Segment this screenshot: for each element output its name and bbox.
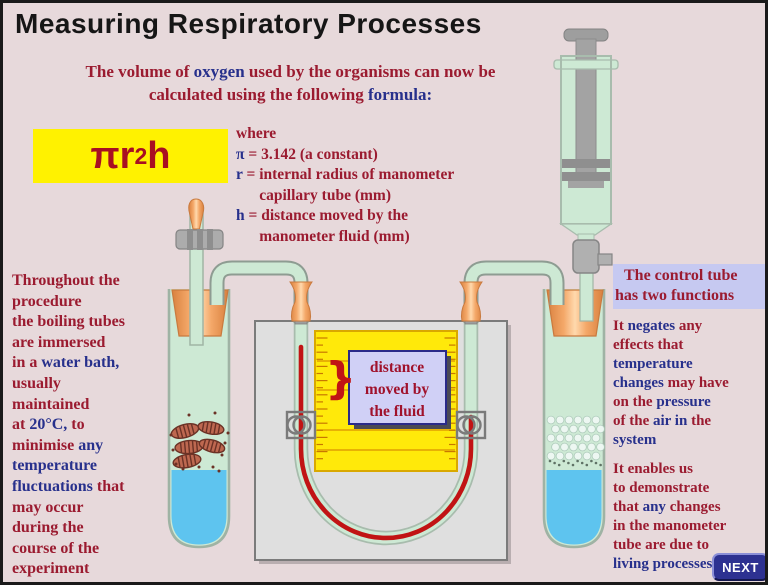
left-tube-liquid: [171, 470, 227, 545]
distance-label-line3: the fluid: [369, 403, 425, 420]
left-clamp: [285, 410, 317, 440]
right-boiling-tube: [542, 289, 606, 549]
left-tube-connector: [289, 281, 313, 322]
u-tube: [293, 320, 479, 546]
tap-top: [188, 198, 205, 230]
syringe-plunger-flange: [563, 28, 609, 42]
right-tube-liquid: [546, 470, 602, 545]
right-connecting-tube: [459, 260, 565, 325]
left-connecting-tube: [209, 260, 313, 325]
distance-label-line1: distance: [370, 359, 424, 376]
organisms: [169, 411, 230, 473]
formula-base1: πr: [90, 134, 135, 177]
page-title: Measuring Respiratory Processes: [15, 8, 482, 39]
syringe-valve-icon: [572, 239, 613, 274]
right-tube-connector: [459, 281, 483, 322]
left-bung: [171, 289, 229, 337]
syringe-barrel: [560, 55, 612, 225]
manometer-board: [254, 320, 511, 564]
next-button[interactable]: NEXT: [712, 553, 765, 581]
manometer-fluid: [298, 344, 474, 541]
left-boiling-tube: [167, 198, 231, 549]
syringe-plunger-rod: [575, 38, 597, 188]
syringe: [553, 28, 619, 322]
ruler-scale: [314, 330, 458, 472]
distance-label-line2: moved by: [365, 381, 429, 398]
tap-tube: [189, 206, 204, 346]
distance-label-box: distance moved by the fluid }: [325, 350, 451, 429]
soda-lime-beads: [546, 415, 605, 467]
distance-brace-icon: }: [325, 353, 356, 404]
right-bung: [546, 289, 604, 337]
tap-valve-icon: [175, 229, 224, 250]
right-clamp: [455, 410, 487, 440]
intro-text: The volume of oxygen used by the organis…: [85, 62, 496, 104]
formula-base2: h: [147, 134, 171, 177]
